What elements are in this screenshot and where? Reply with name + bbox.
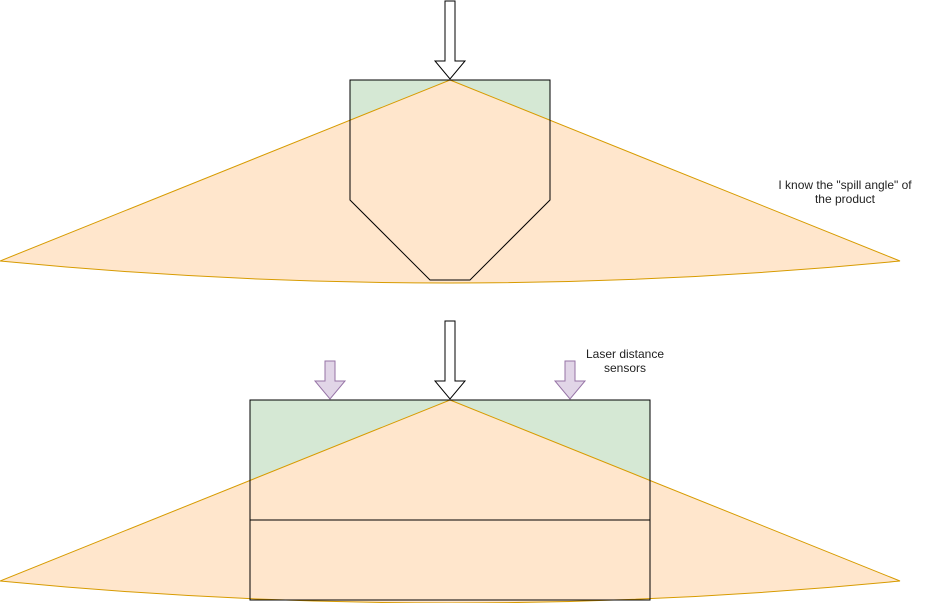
sensor-arrow-icon <box>313 360 347 400</box>
hopper-outline <box>349 79 551 281</box>
spill-cone-top <box>0 79 901 284</box>
spill-angle-annotation: I know the "spill angle" of the product <box>778 178 912 206</box>
sensor-arrow-icon <box>553 360 587 400</box>
down-arrow-icon <box>433 320 467 400</box>
hopper-diagram <box>0 0 901 284</box>
bin-outline <box>249 399 651 601</box>
laser-sensors-annotation: Laser distance sensors <box>585 347 665 375</box>
bin-diagram <box>0 320 901 603</box>
spill-cone-bottom <box>0 399 901 603</box>
down-arrow-icon <box>433 0 467 80</box>
